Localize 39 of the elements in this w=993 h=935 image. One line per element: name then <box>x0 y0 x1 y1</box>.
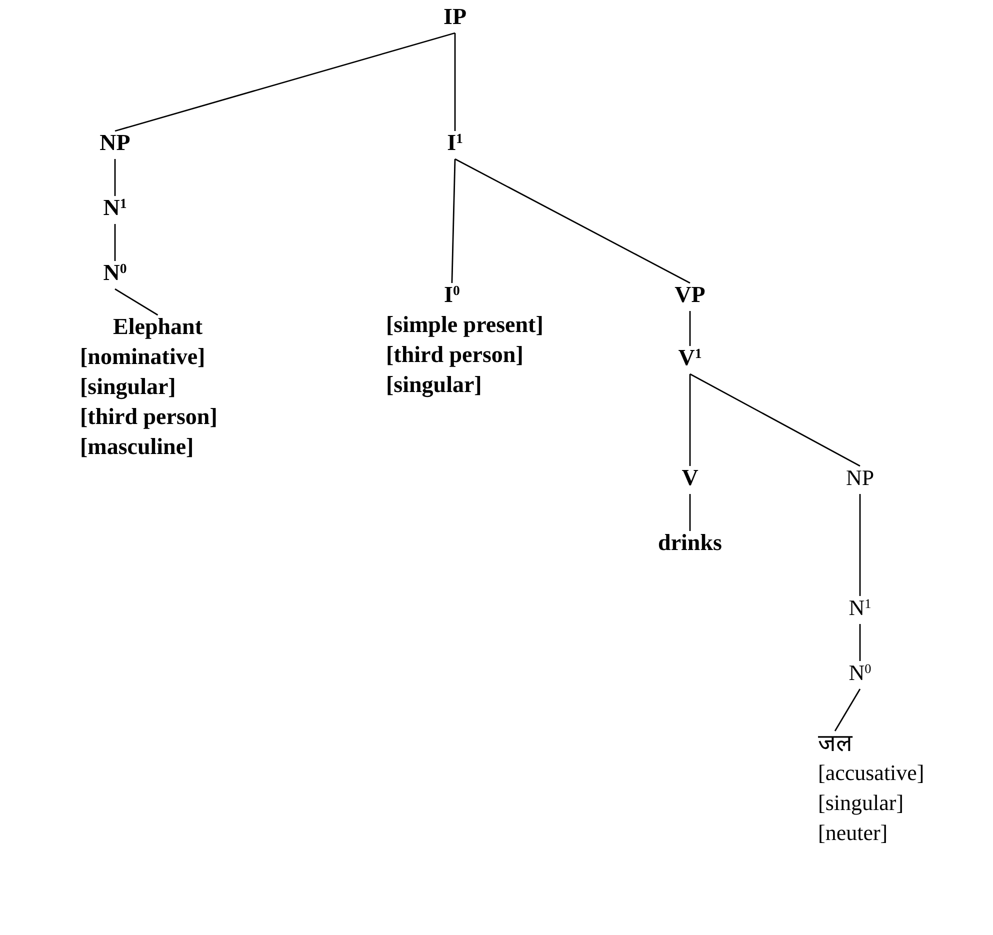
node-label: Elephant <box>113 313 202 341</box>
feature-label: [singular] <box>818 789 904 817</box>
tree-branch <box>114 224 116 261</box>
feature-label: [accusative] <box>818 759 924 787</box>
tree-branch <box>454 158 690 284</box>
tree-branch <box>859 624 861 661</box>
node-label: जल <box>818 728 852 758</box>
node-label: N$^{0}$ <box>848 659 872 687</box>
tree-branch <box>834 688 861 732</box>
tree-branch <box>689 311 691 346</box>
feature-label: [nominative] <box>80 343 206 371</box>
node-label: N$^{1}$ <box>848 594 872 622</box>
feature-label: [singular] <box>386 371 482 400</box>
feature-label: [masculine] <box>80 433 194 461</box>
node-label: N$^{0}$ <box>103 259 127 287</box>
node-label: VP <box>674 281 706 309</box>
feature-label: [neuter] <box>818 819 888 847</box>
node-label: NP <box>846 464 874 492</box>
tree-branch <box>114 32 456 132</box>
tree-branch <box>114 288 158 316</box>
feature-label: [third person] <box>80 403 218 431</box>
feature-label: [simple present] <box>386 311 544 339</box>
feature-label: [singular] <box>80 373 176 402</box>
tree-branch <box>689 494 691 531</box>
node-label: I$^{0}$ <box>444 281 460 309</box>
node-label: NP <box>100 129 130 157</box>
node-label: IP <box>444 3 466 31</box>
tree-branch <box>454 33 456 131</box>
node-label: I$^{1}$ <box>447 129 463 157</box>
tree-branch <box>690 373 860 467</box>
node-label: drinks <box>658 529 722 557</box>
node-label: V <box>682 464 698 492</box>
feature-label: [third person] <box>386 341 524 369</box>
tree-branch <box>689 374 691 466</box>
node-label: V$^{1}$ <box>678 344 702 372</box>
node-label: N$^{1}$ <box>103 194 127 222</box>
tree-branch <box>451 158 456 284</box>
tree-branch <box>859 494 861 596</box>
tree-branch <box>114 159 116 196</box>
